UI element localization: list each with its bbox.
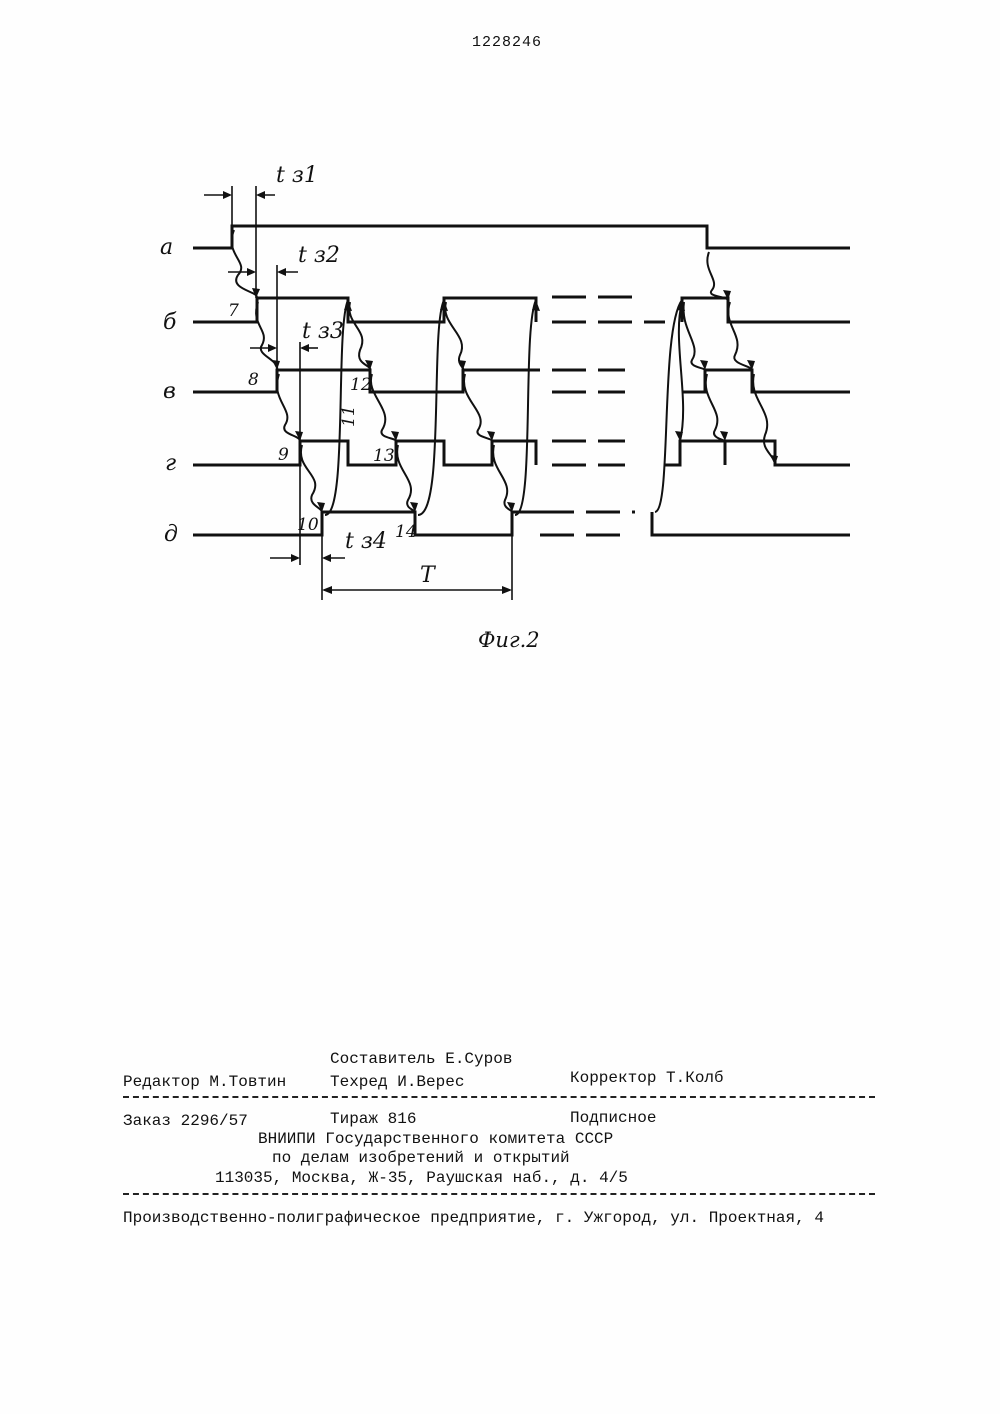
delay-marker-2: t з2: [228, 243, 340, 370]
circulation: Тираж 816: [330, 1110, 416, 1128]
imprint-divider-2: [123, 1193, 875, 1195]
waveform-g: [193, 441, 850, 465]
techred-credit: Техред И.Верес: [330, 1073, 464, 1091]
delay-label-2: t з2: [298, 243, 340, 268]
order-number: Заказ 2296/57: [123, 1112, 248, 1130]
compiler-credit: Составитель Е.Суров: [330, 1050, 512, 1068]
event-number-14: 14: [395, 522, 417, 542]
causal-arrows: [232, 230, 775, 515]
waveform-d: [193, 512, 850, 535]
waveform-a: [193, 226, 850, 248]
timing-diagram: а б в г д t з1: [0, 0, 1000, 700]
event-number-13: 13: [373, 446, 395, 466]
subscription-note: Подписное: [570, 1109, 656, 1127]
delay-marker-1: t з1: [204, 163, 318, 298]
event-number-12: 12: [350, 375, 372, 395]
waveform-b: [193, 298, 850, 322]
organization-line-2: по делам изобретений и открытий: [272, 1149, 570, 1167]
editor-credit: Редактор М.Товтин: [123, 1073, 286, 1091]
corrector-credit: Корректор Т.Колб: [570, 1069, 724, 1087]
printer-line: Производственно-полиграфическое предприя…: [123, 1209, 824, 1227]
delay-label-4: t з4: [345, 529, 387, 554]
period-label: T: [420, 563, 437, 588]
delay-label-1: t з1: [276, 163, 318, 188]
signal-label-v: в: [163, 379, 176, 404]
signal-label-d: д: [164, 522, 178, 547]
event-number-11: 11: [339, 405, 359, 427]
signal-label-a: а: [160, 235, 173, 260]
organization-line-1: ВНИИПИ Государственного комитета СССР: [258, 1130, 613, 1148]
delay-marker-4: t з4: [270, 512, 387, 600]
event-number-9: 9: [278, 445, 289, 465]
delay-label-3: t з3: [302, 319, 344, 344]
organization-address: 113035, Москва, Ж-35, Раушская наб., д. …: [215, 1169, 628, 1187]
figure-caption: Фиг.2: [478, 628, 540, 652]
event-number-7: 7: [228, 301, 239, 321]
imprint-divider-1: [123, 1096, 875, 1098]
signal-label-b: б: [163, 310, 177, 335]
event-number-8: 8: [248, 370, 259, 390]
event-number-10: 10: [297, 515, 319, 535]
waveform-v: [193, 370, 850, 392]
signal-label-g: г: [165, 451, 176, 476]
